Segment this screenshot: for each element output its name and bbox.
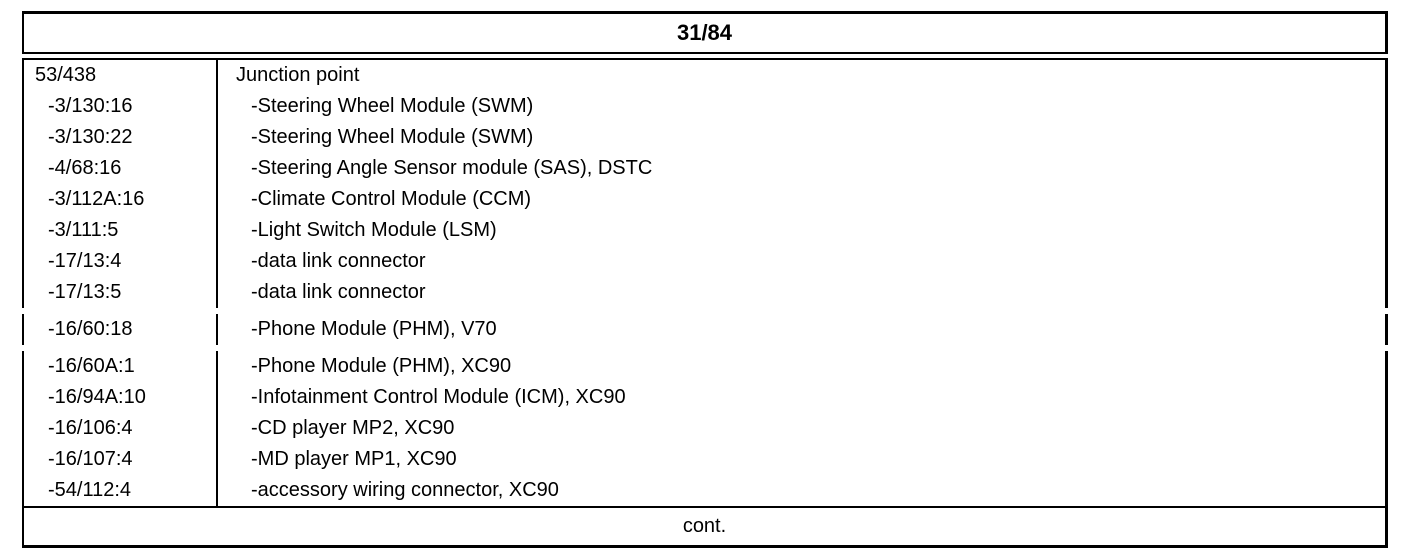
row-code: -3/130:16 [24, 91, 218, 122]
wiring-table-frame: 31/84 53/438 Junction point -3/130:16 -Stee… [22, 11, 1388, 548]
row-desc: -data link connector [251, 281, 426, 303]
table-row: -3/130:16 -Steering Wheel Module (SWM) [24, 91, 1385, 122]
table-row: -16/106:4 -CD player MP2, XC90 [24, 413, 1385, 444]
row-desc: -accessory wiring connector, XC90 [251, 479, 559, 501]
row-desc: -Climate Control Module (CCM) [251, 188, 532, 210]
row-desc: -CD player MP2, XC90 [251, 417, 455, 439]
row-code: -16/107:4 [24, 444, 218, 475]
row-desc: -Steering Wheel Module (SWM) [251, 126, 534, 148]
row-code: -3/112A:16 [24, 184, 218, 215]
row-group: 53/438 Junction point -3/130:16 -Steering W… [22, 58, 1388, 308]
row-desc: -Infotainment Control Module (ICM), XC90 [251, 386, 626, 408]
table-row: -16/94A:10 -Infotainment Control Module (… [24, 382, 1385, 413]
row-code: -17/13:4 [24, 246, 218, 277]
page-title: 31/84 [22, 14, 1388, 54]
table-row: -54/112:4 -accessory wiring connector, XC… [24, 475, 1385, 506]
row-desc: -Steering Wheel Module (SWM) [251, 95, 534, 117]
row-code: -16/60A:1 [24, 351, 218, 382]
row-code: -16/94A:10 [24, 382, 218, 413]
row-code: -16/106:4 [24, 413, 218, 444]
row-desc: -Phone Module (PHM), XC90 [251, 355, 512, 377]
row-code: -3/111:5 [24, 215, 218, 246]
row-code: -3/130:22 [24, 122, 218, 153]
row-code: -16/60:18 [24, 314, 218, 345]
row-code: 53/438 [24, 60, 218, 91]
continuation-label: cont. [22, 508, 1388, 545]
table-row: -16/60A:1 -Phone Module (PHM), XC90 [24, 351, 1385, 382]
table-row: -4/68:16 -Steering Angle Sensor module (S… [24, 153, 1385, 184]
table-row: -3/130:22 -Steering Wheel Module (SWM) [24, 122, 1385, 153]
table-row: -3/112A:16 -Climate Control Module (CCM) [24, 184, 1385, 215]
row-group: -16/60A:1 -Phone Module (PHM), XC90 -16/94… [22, 351, 1388, 508]
table-row: 53/438 Junction point [24, 60, 1385, 91]
row-desc: Junction point [236, 64, 360, 86]
table-row: -17/13:4 -data link connector [24, 246, 1385, 277]
row-group: -16/60:18 -Phone Module (PHM), V70 [22, 314, 1388, 345]
table-row: -17/13:5 -data link connector [24, 277, 1385, 308]
row-code: -54/112:4 [24, 475, 218, 506]
table-body: 53/438 Junction point -3/130:16 -Steering W… [22, 58, 1388, 508]
row-desc: -Steering Angle Sensor module (SAS), DST… [251, 157, 653, 179]
row-code: -17/13:5 [24, 277, 218, 308]
row-desc: -Light Switch Module (LSM) [251, 219, 497, 241]
table-row: -16/60:18 -Phone Module (PHM), V70 [24, 314, 1385, 345]
row-desc: -data link connector [251, 250, 426, 272]
table-row: -3/111:5 -Light Switch Module (LSM) [24, 215, 1385, 246]
row-desc: -MD player MP1, XC90 [251, 448, 457, 470]
table-row: -16/107:4 -MD player MP1, XC90 [24, 444, 1385, 475]
row-desc: -Phone Module (PHM), V70 [251, 318, 497, 340]
row-code: -4/68:16 [24, 153, 218, 184]
